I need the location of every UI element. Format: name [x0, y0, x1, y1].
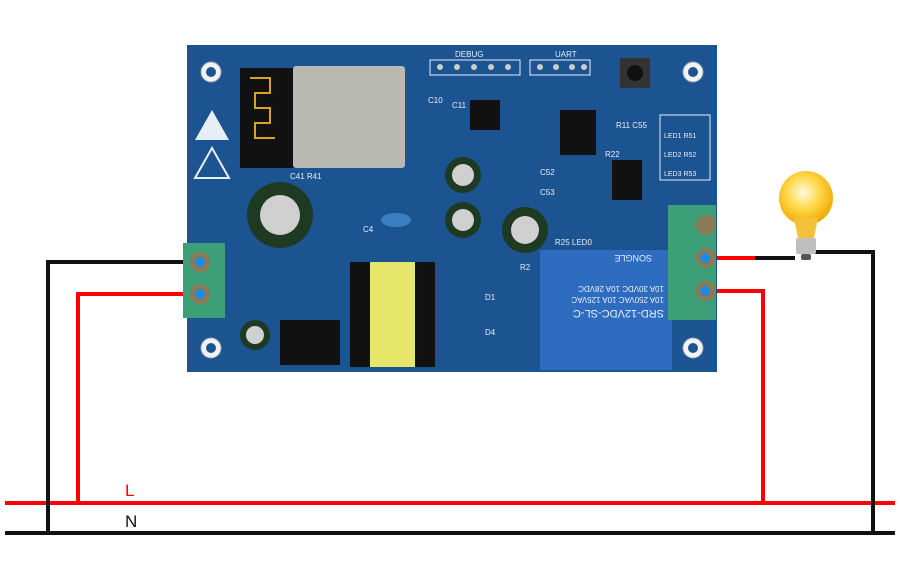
input-neutral-wire	[46, 260, 200, 533]
svg-text:C4: C4	[363, 225, 374, 234]
input-neutral-terminal	[195, 257, 205, 267]
svg-text:R22: R22	[605, 150, 620, 159]
svg-text:D1: D1	[485, 293, 496, 302]
svg-text:C41 R41: C41 R41	[290, 172, 322, 181]
input-terminal-block	[183, 243, 225, 318]
svg-text:10A 30VDC 10A 28VDC: 10A 30VDC 10A 28VDC	[578, 284, 664, 293]
light-bulb-icon	[779, 171, 833, 260]
svg-text:D4: D4	[485, 328, 496, 337]
svg-text:C52: C52	[540, 168, 555, 177]
svg-text:R2: R2	[520, 263, 531, 272]
output-com-terminal	[700, 286, 710, 296]
input-live-wire	[76, 292, 200, 503]
svg-text:LED1 R51: LED1 R51	[664, 133, 696, 140]
svg-text:LED3 R53: LED3 R53	[664, 171, 696, 178]
svg-text:R11 C55: R11 C55	[616, 121, 648, 130]
output-common-wire	[705, 289, 765, 503]
svg-text:C11: C11	[452, 101, 467, 110]
svg-text:C10: C10	[428, 96, 443, 105]
svg-text:UART: UART	[555, 50, 577, 59]
output-terminal-block	[668, 205, 716, 320]
svg-text:R25 LED0: R25 LED0	[555, 238, 592, 247]
output-no-terminal	[700, 253, 710, 263]
neutral-label: N	[125, 512, 137, 531]
svg-text:10A 250VAC 10A 125VAC: 10A 250VAC 10A 125VAC	[571, 295, 664, 304]
live-label: L	[125, 481, 134, 500]
svg-text:SRD-12VDC-SL-C: SRD-12VDC-SL-C	[573, 307, 664, 319]
lamp-return-wire	[815, 250, 875, 533]
svg-text:C53: C53	[540, 188, 555, 197]
svg-text:SONGLE: SONGLE	[614, 253, 652, 263]
svg-text:DEBUG: DEBUG	[455, 50, 483, 59]
input-live-terminal	[195, 289, 205, 299]
relay-board: DEBUG UART C10 C11 R11 C55 C52 C53 R22 C…	[187, 45, 717, 372]
svg-text:LED2 R52: LED2 R52	[664, 152, 696, 159]
